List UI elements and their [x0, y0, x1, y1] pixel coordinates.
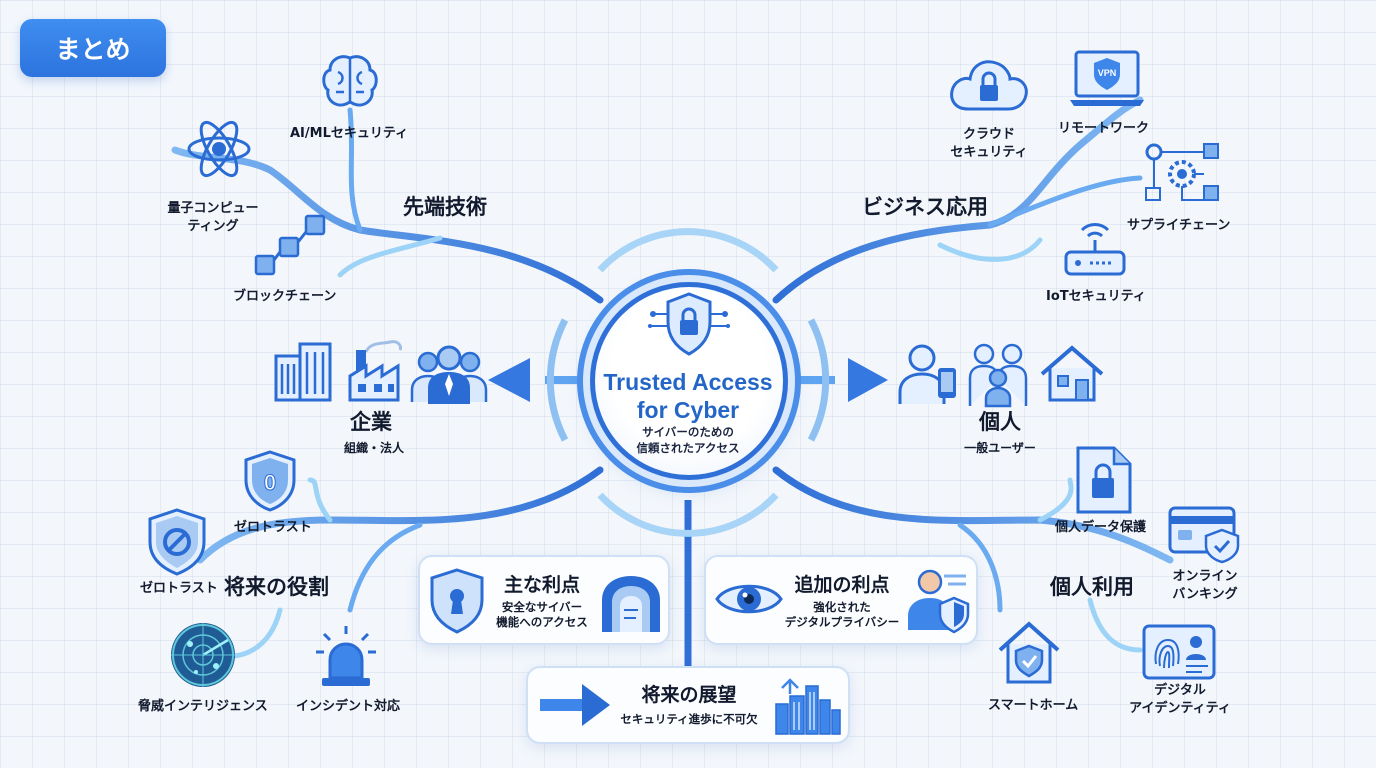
city-skyline-icon [772, 674, 842, 736]
family-icon [966, 342, 1030, 408]
label-cloud-line2: セキュリティ [950, 144, 1028, 160]
card-extra-benefits-title: 追加の利点 [794, 574, 890, 596]
label-quantum-computing: 量子コンピュー ティング [167, 200, 258, 235]
branch-subtitle-individual: 一般ユーザー [964, 441, 1036, 455]
branch-title-business: ビジネス応用 [862, 195, 988, 219]
office-building-icon [270, 338, 336, 404]
branch-business-sub1 [987, 175, 1143, 228]
hub-subtitle-line2: 信頼されたアクセス [636, 441, 740, 455]
keyhole-shield-icon [428, 566, 486, 634]
branch-subtitle-enterprise: 組織・法人 [343, 441, 405, 455]
vpn-text: VPN [1098, 68, 1117, 78]
label-threat-intelligence: 脅威インテリジェンス [138, 699, 268, 714]
radar-icon [168, 620, 238, 690]
hub-title-line2: for Cyber [636, 397, 740, 423]
brain-icon [318, 52, 382, 112]
hub-arc-left [546, 318, 569, 442]
branch-personal-use [772, 466, 1174, 564]
user-shield-icon [904, 566, 970, 634]
branch-title-individual: 個人 [979, 410, 1021, 434]
branch-personal-use-sub3 [1087, 597, 1143, 653]
branch-business-sub2 [937, 237, 1043, 262]
supply-chain-gears-icon [1142, 140, 1224, 210]
label-digital-identity: デジタル アイデンティティ [1129, 682, 1231, 717]
label-zero-trust-2: ゼロトラスト [140, 581, 218, 596]
branch-future-role-sub2 [347, 522, 423, 613]
label-zero-trust-1: ゼロトラスト [234, 520, 312, 535]
document-lock-icon [1072, 444, 1134, 516]
branch-title-advanced-tech: 先端技術 [403, 195, 487, 219]
label-supply-chain: サプライチェーン [1127, 218, 1231, 233]
eye-icon [714, 576, 784, 622]
label-smart-home: スマートホーム [988, 698, 1079, 713]
label-personal-data-protection: 個人データ保護 [1055, 520, 1147, 535]
branch-advanced-tech-sub2 [337, 235, 443, 278]
hub-title-line1: Trusted Access [603, 369, 773, 395]
card-main-benefits-line2: 機能へのアクセス [496, 615, 588, 629]
branch-advanced-tech-sub1 [347, 107, 363, 233]
person-phone-icon [896, 340, 962, 406]
branch-title-personal-use: 個人利用 [1050, 575, 1134, 599]
card-main-benefits-title: 主な利点 [503, 574, 581, 596]
atom-icon [185, 115, 253, 183]
label-remote-work: リモートワーク [1058, 121, 1150, 136]
label-quantum-line2: ティング [187, 218, 239, 234]
factory-icon [346, 338, 406, 404]
label-cloud-security: クラウド セキュリティ [950, 126, 1027, 161]
label-incident-response: インシデント対応 [296, 699, 401, 714]
label-quantum-line1: 量子コンピュー [167, 201, 259, 216]
label-banking-line2: バンキング [1172, 586, 1238, 602]
card-extra-benefits-line1: 強化された [813, 600, 871, 614]
branch-title-enterprise: 企業 [350, 410, 392, 434]
label-online-banking: オンライン バンキング [1172, 568, 1237, 603]
branch-personal-use-sub2 [957, 522, 1003, 613]
card-outlook-desc: セキュリティ進歩に不可欠 [620, 712, 758, 726]
label-cloud-line1: クラウド [962, 127, 1016, 142]
arrow-right-icon [538, 678, 612, 732]
card-outlook-title: 将来の展望 [641, 684, 737, 706]
business-people-icon [410, 344, 488, 404]
branch-future-role-sub1 [307, 477, 333, 523]
blockchain-icon [252, 208, 332, 280]
iot-router-icon [1062, 212, 1128, 280]
label-identity-line1: デジタル [1154, 683, 1206, 698]
secure-tunnel-icon [598, 574, 664, 634]
credit-card-shield-icon [1168, 504, 1242, 564]
label-blockchain: ブロックチェーン [233, 289, 337, 304]
label-iot-security: IoTセキュリティ [1046, 289, 1146, 304]
arrow-right-head [848, 358, 888, 402]
shield-block-icon [144, 506, 210, 576]
hub-arc-right [807, 318, 830, 442]
label-identity-line2: アイデンティティ [1129, 700, 1231, 716]
vpn-laptop-icon: VPN [1068, 48, 1146, 112]
arrow-left-head [488, 358, 530, 402]
digital-id-fingerprint-icon [1142, 624, 1216, 680]
hub-subtitle: サイバーのための 信頼されたアクセス [637, 424, 740, 456]
zero-shield-icon: 0 [240, 448, 300, 512]
card-main-benefits-line1: 安全なサイバー [501, 600, 583, 614]
zero-trust-digit: 0 [264, 470, 276, 495]
summary-tag: まとめ [20, 19, 166, 77]
cloud-lock-icon [948, 55, 1030, 117]
branch-title-future-role: 将来の役割 [224, 575, 329, 599]
label-banking-line1: オンライン [1172, 569, 1238, 584]
shield-lock-circuit-icon [648, 290, 730, 358]
hub-arc-top [597, 228, 779, 273]
card-extra-benefits-line2: デジタルプライバシー [784, 615, 900, 629]
branch-future-role [196, 466, 604, 564]
house-icon [1038, 344, 1106, 404]
hub-subtitle-line1: サイバーのための [642, 425, 734, 439]
smart-home-shield-icon [996, 618, 1062, 686]
alarm-siren-icon [312, 624, 380, 688]
hub-title: Trusted Access for Cyber [603, 368, 772, 424]
branch-personal-use-sub1 [1037, 477, 1074, 523]
card-main-benefits-desc: 安全なサイバー 機能へのアクセス [496, 600, 587, 630]
hub-arc-bottom [597, 492, 779, 537]
label-ai-ml-security: AI/MLセキュリティ [290, 126, 409, 141]
card-extra-benefits-desc: 強化された デジタルプライバシー [785, 600, 900, 630]
